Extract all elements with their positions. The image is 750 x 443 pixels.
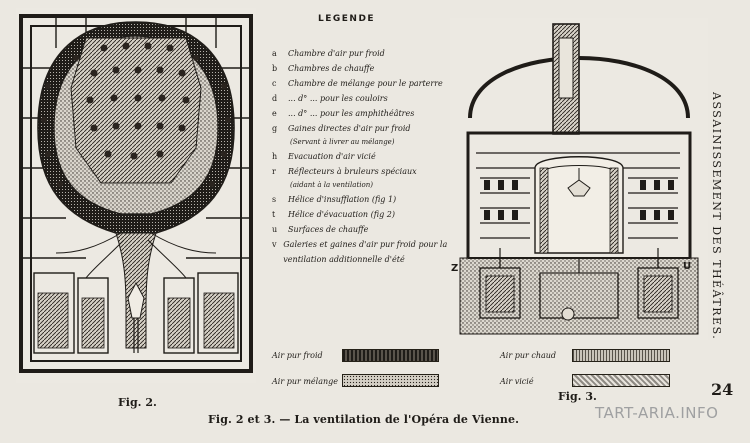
running-head: ASSAINISSEMENT DES THÉÂTRES. (710, 92, 723, 341)
swatch-label-air-pur-chaud: Air pur chaud (500, 351, 557, 360)
legend-item: a Chambre d'air pur froid (272, 46, 458, 61)
legend-text: Hélice d'insufflation (fig 1) (288, 195, 397, 204)
legend-item: t Hélice d'évacuation (fig 2) (272, 207, 458, 222)
legend-note: (aidant à la ventilation) (290, 179, 458, 192)
legend-text: (aidant à la ventilation) (290, 181, 373, 189)
mark-z: Z (451, 263, 459, 274)
swatch-air-pur-chaud (572, 349, 670, 362)
legend-text: ... d° ... pour les amphithéâtres (288, 109, 415, 118)
legend-key: r (272, 167, 276, 176)
swatch-air-pur-froid (342, 349, 439, 362)
legend-key: a (272, 49, 277, 58)
legend-title: LEGENDE (318, 14, 376, 24)
caption: Fig. 2 et 3. — La ventilation de l'Opéra… (208, 413, 519, 426)
legend-text: Galeries et gaines d'air pur froid pour … (283, 240, 448, 264)
swatch-label-air-pur-froid: Air pur froid (272, 351, 323, 360)
legend-item: r Réflecteurs à bruleurs spéciaux (272, 164, 458, 179)
legend-key: b (272, 64, 278, 73)
legend-text: Chambre de mélange pour le parterre (288, 79, 443, 88)
legend-item: d ... d° ... pour les couloirs (272, 91, 458, 106)
legend-text: Chambres de chauffe (288, 64, 375, 73)
legend-text: Gaines directes d'air pur froid (288, 124, 411, 133)
legend-item: g Gaines directes d'air pur froid (272, 121, 458, 136)
legend-key: t (272, 210, 276, 219)
legend-list: a Chambre d'air pur froid b Chambres de ch… (272, 46, 458, 267)
legend-text: Réflecteurs à bruleurs spéciaux (288, 167, 417, 176)
legend-key: g (272, 124, 278, 133)
legend-key: u (272, 225, 278, 234)
legend-text: (Servant à livrer au mélange) (290, 138, 395, 146)
legend-key: d (272, 94, 278, 103)
legend-item: u Surfaces de chauffe (272, 222, 458, 237)
figure-2-label: Fig. 2. (118, 396, 157, 409)
legend-text: Evacuation d'air vicié (288, 152, 376, 161)
air-legend-swatches: Air pur froid Air pur chaud Air pur méla… (272, 345, 712, 393)
legend-item: s Hélice d'insufflation (fig 1) (272, 192, 458, 207)
figure-3-label: Fig. 3. (558, 390, 597, 403)
swatch-label-air-pur-melange: Air pur mélange (272, 377, 338, 386)
legend-text: Chambre d'air pur froid (288, 49, 385, 58)
legend-key: c (272, 79, 277, 88)
legend-item: v Galeries et gaines d'air pur froid pour… (272, 237, 458, 267)
figure-2-plan (16, 8, 256, 383)
legend-key: v (272, 240, 277, 249)
legend-text: ... d° ... pour les couloirs (288, 94, 388, 103)
swatch-air-vicie (572, 374, 670, 387)
legend-item: h Evacuation d'air vicié (272, 149, 458, 164)
legend-key: h (272, 152, 278, 161)
legend-text: Hélice d'évacuation (fig 2) (288, 210, 395, 219)
watermark: TART-ARIA.INFO (595, 404, 719, 422)
page-number: 24 (711, 380, 734, 399)
figure-3-section (450, 18, 708, 340)
legend-item: e ... d° ... pour les amphithéâtres (272, 106, 458, 121)
swatch-air-pur-melange (342, 374, 439, 387)
legend-key: e (272, 109, 277, 118)
legend-text: Surfaces de chauffe (288, 225, 369, 234)
legend-key: s (272, 195, 277, 204)
legend-item: b Chambres de chauffe (272, 61, 458, 76)
swatch-label-air-vicie: Air vicié (500, 377, 534, 386)
legend-note: (Servant à livrer au mélange) (290, 136, 458, 149)
mark-u: U (683, 261, 692, 272)
legend-item: c Chambre de mélange pour le parterre (272, 76, 458, 91)
